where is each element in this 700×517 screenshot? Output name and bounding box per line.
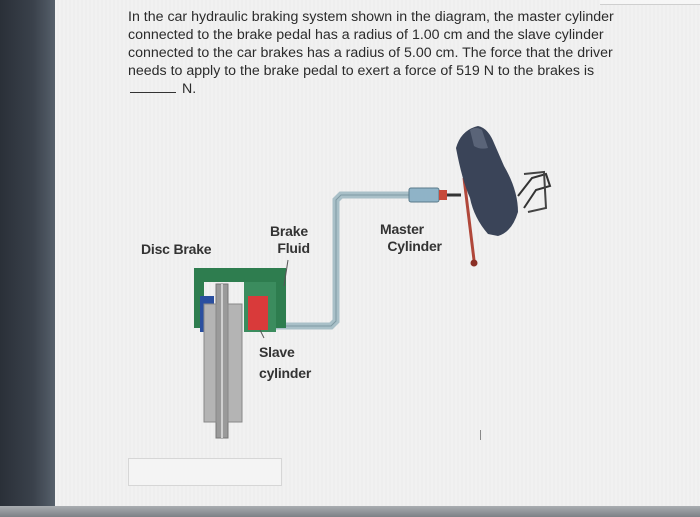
hydraulic-brake-diagram: Disc Brake Brake Fluid Master Cylinder S… [126,108,586,448]
shoe-heel [470,128,488,149]
slave-cylinder-label: Slave cylinder [259,344,312,381]
answer-blank [130,80,176,93]
pedal-bracket [523,170,548,213]
question-prompt: In the car hydraulic braking system show… [128,9,614,79]
answer-input[interactable] [128,458,282,486]
left-brake-pad [203,303,217,423]
slave-piston [248,296,268,330]
slave-cylinder-pointer [259,329,265,339]
caliper-top [194,268,286,282]
question-unit: N. [181,81,197,97]
right-brake-pad [227,303,243,423]
pedal-arm [462,177,476,261]
text-cursor-icon [480,430,481,440]
pedal-pivot [470,259,478,267]
top-edge-panel [600,0,700,5]
monitor-bottom-bezel [0,506,700,517]
diagram-drawing [194,126,552,439]
question-page [55,0,700,506]
shoe-icon [456,126,518,236]
master-cylinder-label: Master Cylinder [380,221,442,254]
caliper-left [194,268,204,328]
disc-rotor-gap [221,284,223,438]
monitor-left-bezel [0,0,55,517]
disc-brake-label: Disc Brake [141,241,212,257]
brake-fluid-line-edge [276,194,409,327]
brake-fluid-line [276,191,409,330]
question-text: In the car hydraulic braking system show… [128,8,618,98]
pedal-pad [517,172,552,209]
brake-fluid-pointer [283,259,289,287]
caliper-right [276,268,286,328]
master-cylinder-piston [439,190,447,200]
master-cylinder-body [408,187,440,203]
brake-fluid-label: Brake Fluid [270,223,310,256]
